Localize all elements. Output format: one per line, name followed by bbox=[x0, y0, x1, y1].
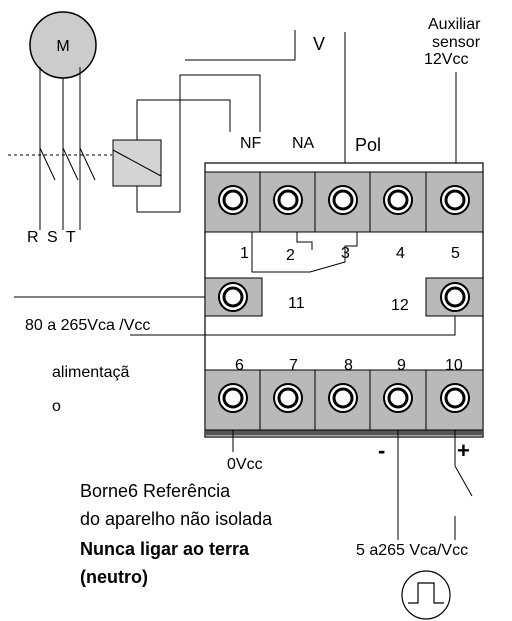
auxiliary-sensor: Auxiliar sensor 12Vcc bbox=[424, 16, 481, 68]
terminal-label-9: 9 bbox=[397, 357, 406, 374]
terminal-label-2: 2 bbox=[286, 247, 295, 264]
motor-label: M bbox=[56, 38, 69, 55]
terminal-screw-3 bbox=[328, 185, 358, 215]
signal-input-wiring: - + bbox=[378, 430, 473, 540]
note-line3: Nunca ligar ao terra bbox=[80, 539, 250, 559]
minus-sign: - bbox=[378, 438, 385, 463]
pol-label: Pol bbox=[355, 135, 381, 155]
note-line1: Borne6 Referência bbox=[80, 481, 231, 501]
bottom-terminal-block bbox=[204, 369, 484, 431]
top-terminal-block bbox=[204, 171, 484, 233]
pulse-source-icon bbox=[401, 570, 451, 620]
note-line4: (neutro) bbox=[80, 567, 148, 587]
terminal-12-block bbox=[425, 277, 484, 317]
nf-label: NF bbox=[240, 135, 262, 152]
phase-labels: R S T bbox=[27, 229, 78, 246]
signal-range-label: 5 a265 Vca/Vcc bbox=[356, 542, 468, 559]
terminal-label-11: 11 bbox=[288, 295, 305, 312]
terminal-label-4: 4 bbox=[396, 245, 405, 262]
note-line2: do aparelho não isolada bbox=[80, 509, 273, 529]
plus-sign: + bbox=[457, 438, 470, 463]
terminal-screw-6 bbox=[218, 383, 248, 413]
terminal-screw-1 bbox=[218, 185, 248, 215]
voltage-label: V bbox=[313, 34, 325, 54]
contactor-switches: R S T bbox=[8, 147, 112, 246]
terminal-label-8: 8 bbox=[344, 357, 353, 374]
terminal-screw-2 bbox=[273, 185, 303, 215]
terminal-screw-10 bbox=[440, 383, 470, 413]
terminal-screw-5 bbox=[440, 185, 470, 215]
terminal-screw-8 bbox=[328, 383, 358, 413]
supply-label-line2: o bbox=[52, 398, 61, 415]
terminal-11-block bbox=[204, 277, 263, 317]
auxiliary-line1: Auxiliar bbox=[428, 16, 481, 33]
auxiliary-line3: 12Vcc bbox=[424, 51, 468, 68]
terminal-label-12: 12 bbox=[391, 297, 409, 314]
terminal-label-1: 1 bbox=[240, 245, 249, 262]
na-label: NA bbox=[292, 135, 315, 152]
auxiliary-line2: sensor bbox=[432, 34, 481, 51]
supply-range-label: 80 a 265Vca /Vcc bbox=[25, 317, 150, 334]
terminal-label-5: 5 bbox=[451, 245, 460, 262]
terminal-screw-9 bbox=[383, 383, 413, 413]
terminal-screw-7 bbox=[273, 383, 303, 413]
terminal-label-6: 6 bbox=[235, 357, 244, 374]
motor: M bbox=[29, 11, 97, 230]
relay-coil bbox=[112, 74, 261, 213]
ground-label: 0Vcc bbox=[227, 456, 263, 473]
terminal-label-7: 7 bbox=[289, 357, 298, 374]
supply-label-line1: alimentaçã bbox=[52, 364, 129, 381]
terminal-screw-4 bbox=[383, 185, 413, 215]
internal-contacts bbox=[251, 232, 358, 273]
